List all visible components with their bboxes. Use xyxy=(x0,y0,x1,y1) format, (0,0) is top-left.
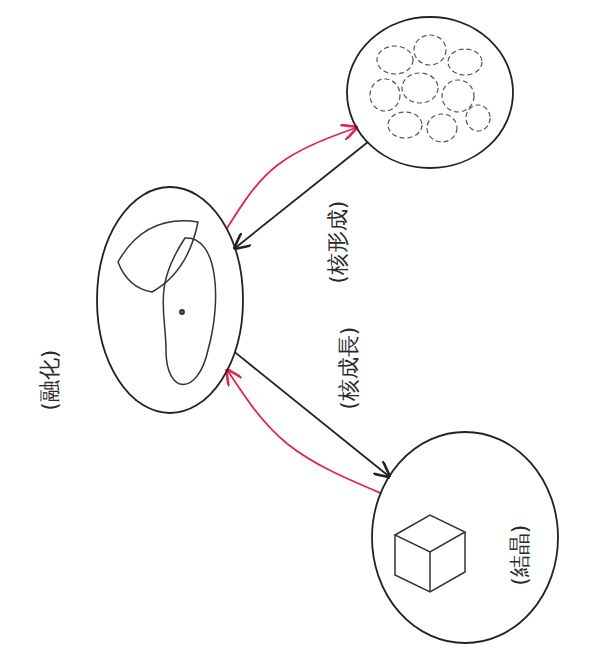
oval-outline xyxy=(95,185,245,415)
blob-outline: (結晶) xyxy=(370,430,560,645)
oval-line xyxy=(97,187,243,413)
edge-label: (核成長) xyxy=(335,323,363,412)
droplet-scribbles xyxy=(370,35,490,142)
oval-line xyxy=(372,432,558,643)
oval-outline xyxy=(345,15,515,170)
process-label: (融化) xyxy=(36,347,64,414)
blob-outline xyxy=(345,15,515,170)
blob-outline xyxy=(95,185,245,415)
edge-label: (核形成) xyxy=(325,198,353,287)
node-text: (結晶) xyxy=(506,522,534,589)
crystal-cube xyxy=(395,515,465,592)
nucleus-sketch xyxy=(118,221,216,385)
oval-line xyxy=(347,17,513,168)
